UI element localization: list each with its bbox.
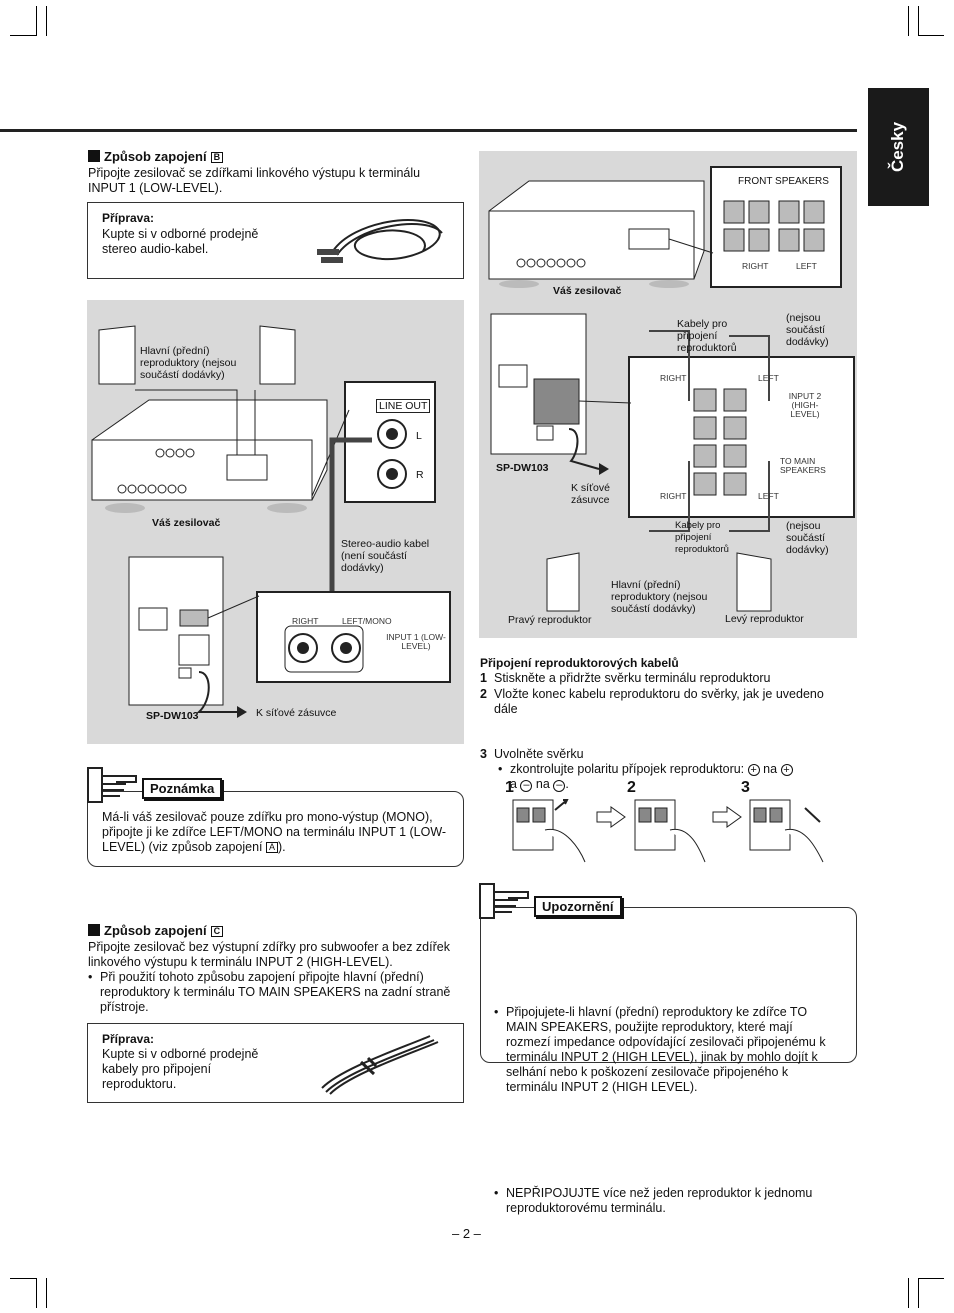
line-out-l: L: [416, 430, 422, 442]
step-num-1: 1: [505, 779, 514, 796]
connect-title: Připojení reproduktorových kabelů: [480, 656, 679, 670]
method-b-prep-box: Příprava: Kupte si v odborné prodejně st…: [87, 202, 464, 279]
language-tab: Česky: [868, 88, 929, 206]
diagram-b-model: SP-DW103: [146, 710, 199, 722]
plus-icon: +: [747, 764, 760, 776]
cables-label-1: Kabely pro připojení reproduktorů: [677, 318, 737, 354]
diagram-b-cable-label: Stereo-audio kabel (není součástí dodávk…: [341, 538, 430, 574]
crop-mark: [908, 1278, 909, 1308]
pointing-hand-icon: [479, 883, 529, 919]
crop-mark: [918, 1278, 919, 1308]
cables-label-2: Kabely pro připojení reproduktorů: [675, 520, 729, 555]
caution-bullet-2: NEPŘIPOJUJTE více než jeden reproduktor …: [490, 1186, 840, 1216]
input2-left: LEFT: [758, 373, 779, 383]
input1-left-mono: LEFT/MONO: [342, 616, 392, 626]
crop-mark: [10, 35, 36, 36]
language-tab-label: Česky: [888, 121, 907, 173]
crop-mark: [918, 35, 944, 36]
speaker-cable-illustration: [321, 1035, 439, 1095]
prep-text: Kupte si v odborné prodejně kabely pro p…: [102, 1047, 259, 1091]
crop-mark: [10, 1278, 36, 1279]
clamp-steps-illustration: [512, 799, 824, 863]
method-c-prep-box: Příprava: Kupte si v odborné prodejně ka…: [87, 1023, 464, 1103]
crop-mark: [36, 1278, 37, 1308]
diagram-b-outlet: K síťové zásuvce: [256, 707, 337, 719]
connect-polarity: zkontrolujte polaritu přípojek reprodukt…: [494, 762, 854, 792]
crop-mark: [908, 6, 909, 36]
left-speaker-label: Levý reproduktor: [725, 613, 804, 625]
diagram-c-model: SP-DW103: [496, 462, 549, 474]
front-right: RIGHT: [742, 261, 769, 271]
plus-icon: +: [780, 764, 793, 776]
header-rule: [0, 129, 857, 132]
step-num-3: 3: [741, 779, 750, 796]
diagram-b-speaker-label: Hlavní (přední) reproduktory (nejsou sou…: [140, 345, 237, 381]
diagram-c-artwork: [488, 166, 855, 612]
audio-cable-illustration: [317, 219, 443, 263]
crop-mark: [46, 1278, 47, 1308]
crop-mark: [918, 6, 919, 36]
line-out-label: LINE OUT: [376, 399, 431, 413]
diagram-c-amp-label: Váš zesilovač: [553, 285, 622, 297]
caution-bullet-1: Připojujete-li hlavní (přední) reprodukt…: [490, 1005, 840, 1095]
not-supplied-label-2: (nejsou součástí dodávky): [786, 520, 829, 556]
crop-mark: [36, 6, 37, 36]
pointing-hand-icon: [87, 767, 137, 803]
to-main-left: LEFT: [758, 491, 779, 501]
not-supplied-label-1: (nejsou součástí dodávky): [786, 312, 829, 348]
note-text: Má-li váš zesilovač pouze zdířku pro mon…: [102, 810, 447, 854]
front-speakers-label: FRONT SPEAKERS: [738, 176, 829, 187]
step-num-2: 2: [627, 779, 636, 796]
input1-right: RIGHT: [292, 616, 319, 626]
front-left: LEFT: [796, 261, 817, 271]
page-number: – 2 –: [452, 1226, 481, 1241]
to-main-right: RIGHT: [660, 491, 687, 501]
crop-mark: [46, 6, 47, 36]
diagram-b-artwork: [91, 325, 451, 718]
diagram-b-amp-label: Váš zesilovač: [152, 517, 221, 529]
prep-text: Kupte si v odborné prodejně stereo audio…: [102, 227, 259, 256]
note-title: Poznámka: [142, 778, 223, 799]
prep-title: Příprava:: [102, 211, 155, 225]
to-main-label: TO MAIN SPEAKERS: [780, 456, 826, 475]
right-speaker-label: Pravý reproduktor: [508, 614, 592, 626]
diagram-c-outlet: K síťové zásuvce: [571, 482, 610, 506]
method-c-bullet: Při použití tohoto způsobu zapojení přip…: [84, 970, 458, 1015]
prep-title: Příprava:: [102, 1032, 155, 1046]
input1-label: INPUT 1 (LOW-LEVEL): [386, 632, 446, 651]
method-c-intro: Připojte zesilovač bez výstupní zdířky p…: [88, 940, 450, 969]
input2-label: INPUT 2 (HIGH-LEVEL): [788, 391, 822, 419]
line-out-r: R: [416, 469, 424, 481]
caution-title: Upozornění: [534, 896, 622, 917]
note-box: [87, 791, 464, 867]
crop-mark: [918, 1278, 944, 1279]
diagram-c-main-speakers: Hlavní (přední) reproduktory (nejsou sou…: [611, 579, 708, 615]
input2-right: RIGHT: [660, 373, 687, 383]
method-b-intro: Připojte zesilovač se zdířkami linkového…: [88, 166, 421, 195]
